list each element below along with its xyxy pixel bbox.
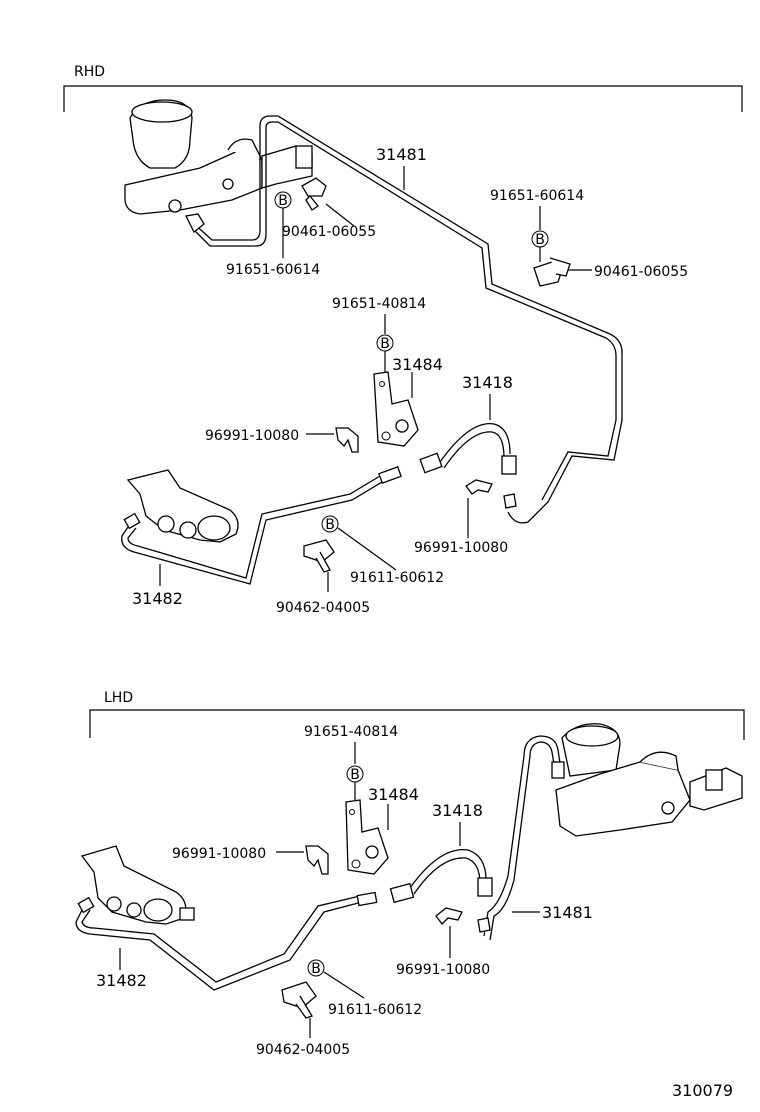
rhd-hose-label: 31418	[462, 373, 513, 392]
rhd-clamp-c-label: 90462-04005	[276, 600, 370, 616]
rhd-flex-hose-31418	[419, 423, 517, 475]
rhd-master-line-fitting	[185, 213, 205, 234]
rhd-section: RHD B 90461-06055 91651-60614	[63, 64, 743, 616]
rhd-clip-b	[465, 479, 493, 495]
rhd-release-line-label: 31482	[132, 589, 183, 608]
svg-text:B: B	[350, 767, 360, 783]
lhd-flex-hose-31418	[389, 849, 493, 904]
rhd-clamp-b	[533, 257, 571, 287]
lhd-hose-label: 31418	[432, 801, 483, 820]
svg-text:B: B	[535, 232, 545, 248]
lhd-master-cylinder	[555, 723, 743, 837]
lhd-clamp-c	[281, 981, 317, 1019]
rhd-marker-b-3: B	[376, 334, 394, 352]
rhd-master-line-31481	[191, 115, 623, 524]
lhd-marker-b-1: B	[346, 765, 364, 783]
rhd-marker-b-1: B	[274, 191, 292, 209]
lhd-marker-b-2: B	[307, 959, 325, 977]
rhd-master-line-label: 31481	[376, 145, 427, 164]
rhd-clamp-a	[301, 177, 327, 211]
rhd-release-cylinder	[126, 469, 239, 543]
rhd-marker-b-2: B	[531, 230, 549, 248]
rhd-clamp-a-label: 91651-60614	[226, 262, 320, 278]
rhd-release-line-31482	[121, 481, 383, 585]
rhd-clip-b-label: 96991-10080	[414, 540, 508, 556]
lhd-clamp-c-label: 90462-04005	[256, 1042, 350, 1058]
svg-text:B: B	[278, 193, 288, 209]
rhd-marker-b-4: B	[321, 515, 339, 533]
lhd-bracket-label: 31484	[368, 785, 419, 804]
rhd-bolt-a-label: 90461-06055	[282, 224, 376, 240]
rhd-bracket-bolt-label: 91651-40814	[332, 296, 426, 312]
lhd-bolt-c-label: 91611-60612	[328, 1002, 422, 1018]
lhd-clip-a	[305, 845, 329, 875]
lhd-frame	[89, 709, 745, 740]
lhd-release-cylinder	[80, 845, 195, 925]
rhd-clip-a-label: 96991-10080	[205, 428, 299, 444]
lhd-clip-b-label: 96991-10080	[396, 962, 490, 978]
rhd-clamp-b-label: 91651-60614	[490, 188, 584, 204]
lhd-release-line-31482	[75, 901, 363, 991]
rhd-bracket-31484	[373, 371, 419, 447]
svg-text:B: B	[311, 961, 321, 977]
rhd-bolt-c-label: 91611-60612	[350, 570, 444, 586]
rhd-master-cylinder	[124, 99, 313, 215]
lhd-bracket-31484	[345, 799, 389, 875]
lhd-master-line-31481	[489, 741, 557, 941]
lhd-clip-a-label: 96991-10080	[172, 846, 266, 862]
rhd-bracket-label: 31484	[392, 355, 443, 374]
lhd-release-line-label: 31482	[96, 971, 147, 990]
lhd-section-label: LHD	[104, 690, 133, 706]
svg-text:B: B	[325, 517, 335, 533]
lhd-bracket-bolt-label: 91651-40814	[304, 724, 398, 740]
rhd-clip-a	[335, 427, 359, 453]
rhd-section-label: RHD	[74, 64, 105, 80]
rhd-frame	[63, 85, 743, 112]
figure-number: 310079	[672, 1081, 733, 1100]
rhd-clamp-c	[303, 539, 335, 573]
lhd-section: LHD 31481 91651-40814 B	[75, 690, 745, 1058]
lhd-clip-b	[435, 907, 463, 925]
rhd-bolt-b-label: 90461-06055	[594, 264, 688, 280]
svg-text:B: B	[380, 336, 390, 352]
lhd-master-line-label: 31481	[542, 903, 593, 922]
